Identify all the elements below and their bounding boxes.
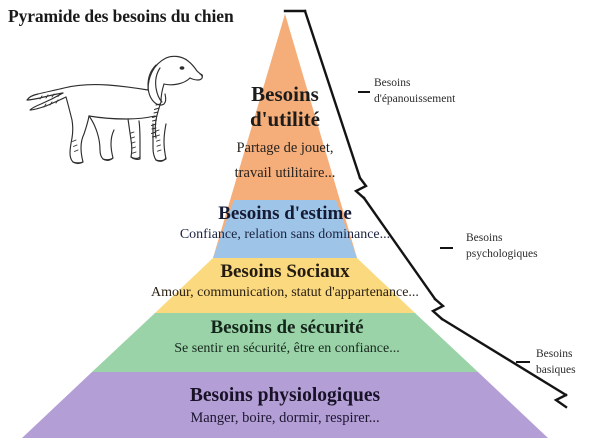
bracket-label-epanouissement-line2: d'épanouissement [374,92,456,105]
bracket-label-psychologiques-line1: Besoins [466,232,503,244]
bracket-label-basiques-line1: Besoins [536,348,573,360]
bracket-label-basiques: Besoins basiques [536,347,600,379]
dog-line-drawing-icon [26,55,203,165]
pyramid-tier-sociaux[interactable] [155,258,415,313]
pyramid-tier-utilite-shape[interactable] [234,14,336,200]
bracket-label-psychologiques: Besoins psychologiques [466,231,586,263]
bracket-label-epanouissement: Besoins d'épanouissement [374,76,504,108]
pyramid-tier-physiologiques[interactable] [22,372,548,438]
pyramid-tier-securite[interactable] [92,313,478,372]
bracket-label-epanouissement-line1: Besoins [374,77,411,89]
bracket-basiques [440,317,568,409]
bracket-epanouissement [283,9,368,200]
pyramid-tier-estime-shape[interactable] [213,200,357,258]
bracket-label-basiques-line2: basiques [536,363,576,376]
page-title: Pyramide des besoins du chien [8,6,234,26]
bracket-label-psychologiques-line2: psychologiques [466,247,538,260]
bracket-psychologiques [362,196,446,321]
